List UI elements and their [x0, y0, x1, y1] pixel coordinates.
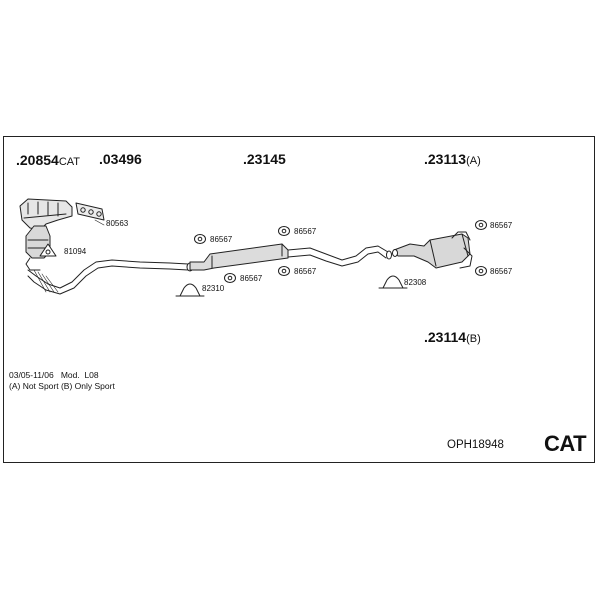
rubber-hanger-icon [194, 234, 206, 244]
label-86567-d: 86567 [294, 267, 317, 276]
label-86567-a: 86567 [210, 235, 233, 244]
label-86567-e: 86567 [490, 221, 513, 230]
part-number-manifold: .20854CAT [16, 152, 81, 168]
label-86567-f: 86567 [490, 267, 513, 276]
kit-code: OPH18948 [447, 439, 504, 451]
exhaust-manifold-drawing [19, 198, 73, 271]
label-86567-b: 86567 [294, 227, 317, 236]
rubber-hanger-icon [224, 273, 236, 283]
middle-silencer-drawing [189, 243, 392, 271]
rubber-hanger-icon [278, 226, 290, 236]
rubber-hanger-icon [475, 220, 487, 230]
cat-label: CAT [544, 431, 587, 456]
label-80563: 80563 [106, 219, 129, 228]
part-number-rear-silencer-b: .23114(B) [424, 329, 481, 345]
label-82308: 82308 [404, 278, 427, 287]
clamp-82308-drawing [378, 275, 408, 289]
part-number-rear-silencer-a: .23113(A) [424, 151, 481, 167]
label-86567-c: 86567 [240, 274, 263, 283]
part-number-middle-silencer: .23145 [243, 151, 286, 167]
rear-silencer-drawing [392, 231, 473, 269]
clamp-81094-hole [45, 249, 51, 255]
leader-80563 [94, 219, 105, 226]
model-note-line2: (A) Not Sport (B) Only Sport [9, 380, 115, 391]
diagram-frame [3, 136, 595, 463]
gasket-strip-drawing [75, 202, 105, 221]
part-number-gasket-set: .03496 [99, 151, 142, 167]
label-82310: 82310 [202, 284, 225, 293]
front-pipe-drawing [27, 259, 194, 295]
label-81094: 81094 [64, 247, 87, 256]
rubber-hanger-icon [278, 266, 290, 276]
model-note: 03/05-11/06 Mod. L08 (A) Not Sport (B) O… [9, 370, 115, 391]
model-note-line1: 03/05-11/06 Mod. L08 [9, 370, 99, 380]
clamp-82310-drawing [175, 283, 205, 297]
rubber-hanger-icon [475, 266, 487, 276]
